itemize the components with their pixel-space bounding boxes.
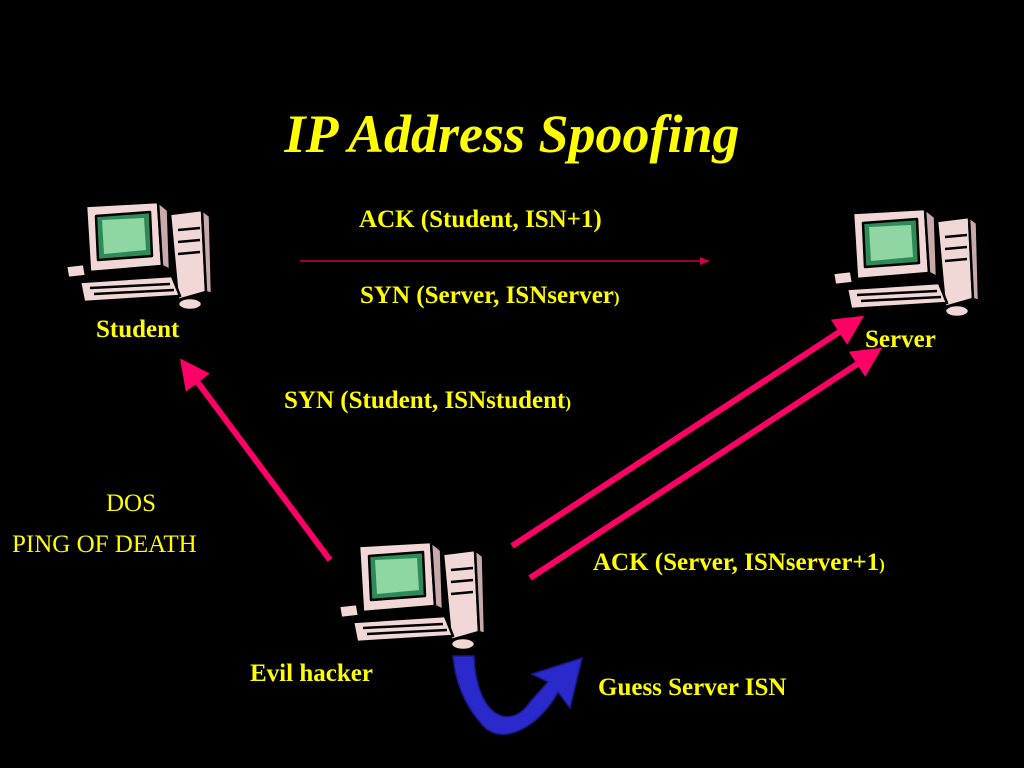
server-computer-icon [831,207,981,319]
syn-server-text: SYN (Server, ISNserver [360,282,614,309]
dos-label: DOS [106,490,157,517]
syn-server-label: SYN (Server, ISNserver) [360,282,620,310]
ack-server-text: ACK (Server, ISNserver+1 [593,549,880,576]
dos-attack-arrow [179,358,333,562]
ack-student-label: ACK (Student, ISN+1) [359,206,602,233]
student-label: Student [96,316,180,343]
ping-of-death-label: PING OF DEATH [12,531,197,558]
syn-server-paren: ) [613,288,620,307]
syn-student-label: SYN (Student, ISNstudent) [284,387,571,415]
syn-student-paren: ) [565,393,571,412]
slide-title: IP Address Spoofing [284,104,740,164]
guess-loop-arrow [452,655,584,735]
hacker-label: Evil hacker [250,660,373,687]
ack-server-label: ACK (Server, ISNserver+1) [593,549,885,577]
student-computer-icon [64,200,214,312]
ack-to-server-arrow [528,347,883,581]
guess-isn-label: Guess Server ISN [598,674,787,701]
syn-to-server-arrow [510,315,865,549]
syn-student-text: SYN (Student, ISNstudent [284,387,566,414]
server-label: Server [865,326,936,353]
hacker-computer-icon [337,540,487,652]
ack-server-paren: ) [879,555,885,574]
